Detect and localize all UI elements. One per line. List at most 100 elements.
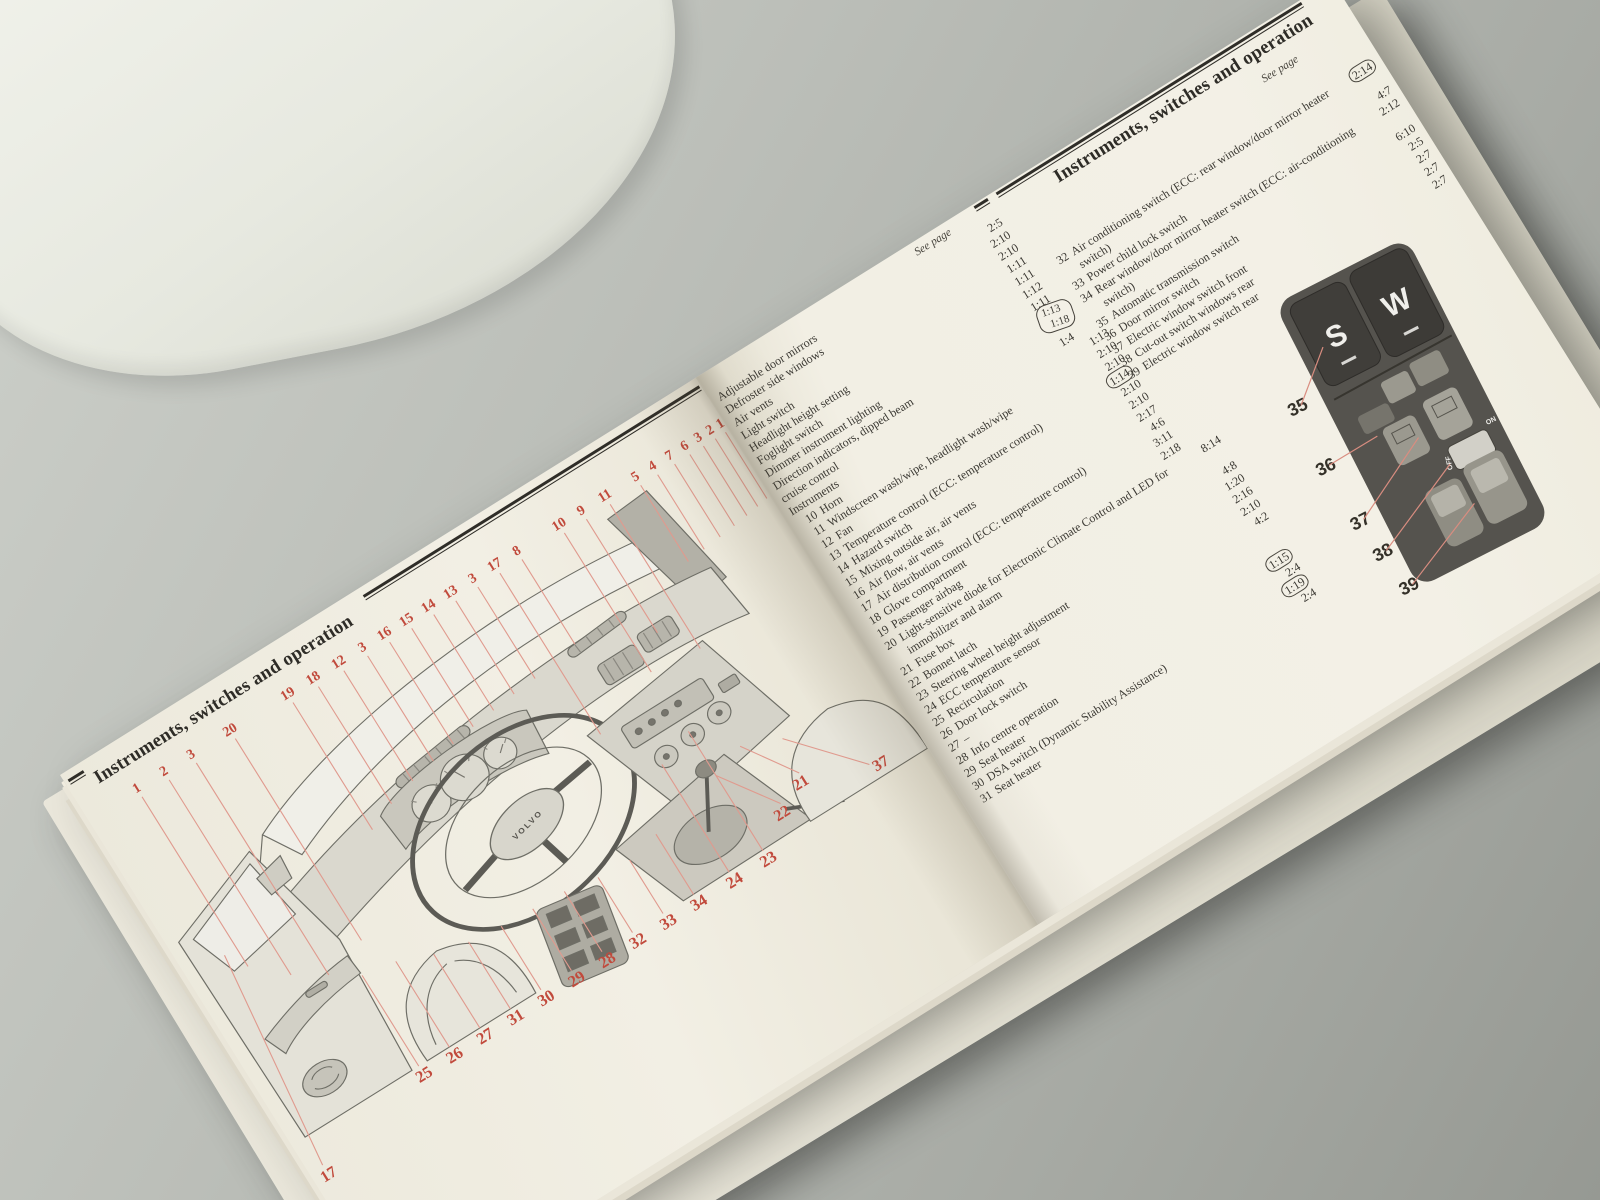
transmission-key-s [1289,281,1381,387]
callout-leader-line [702,445,748,516]
callout-leader-line [563,891,603,952]
door-speaker [302,1058,348,1098]
transmission-key-w [1349,248,1445,358]
callout-leader-line [500,925,542,991]
callout-leader-line [455,600,515,695]
callout-leader-line [223,954,324,1166]
callout-number: 13 [441,583,461,603]
callout-number: 21 [790,772,813,795]
callout-leader-line [782,738,870,766]
callout-number: 2 [157,764,171,780]
callout-number: 37 [870,752,893,775]
callout-leader-line [739,745,800,774]
callout-leader-line [395,961,450,1048]
page-ref: 2:14 [1341,56,1379,88]
callout-leader-line [689,454,735,527]
callout-leader-line [367,655,434,762]
open-book: Instruments, switches and operation [60,0,1600,1200]
callout-leader-line [725,431,768,499]
panel-callout-line [1411,502,1475,585]
rocker-switch [1409,350,1449,387]
callout-leader-line [609,504,701,649]
callout-number: 17 [317,1163,340,1186]
callout-number: 12 [329,653,349,673]
switch-panel-illustration: S W OFF ON [1217,209,1600,641]
window-switch-front [1422,387,1473,440]
callout-leader-line [715,774,781,804]
callout-leader-line [433,614,495,711]
callout-leader-line [468,941,511,1010]
callout-number: 3 [691,430,705,446]
callout-leader-line [477,586,536,679]
callout-leader-line [499,572,602,735]
callout-leader-line [532,908,572,972]
cloth-on-table [0,0,725,419]
callout-leader-line [234,738,362,941]
callout-number: 16 [375,624,395,644]
car-interior-diagram: VOLVO [130,416,929,1186]
callout-number: 30 [534,985,558,1010]
gear-lever [704,775,711,833]
callout-leader-line [317,686,393,804]
panel-callout-number: 36 [1312,453,1339,480]
panel-callout-line [1328,435,1378,466]
door-armrest [264,954,362,1055]
callout-number: 22 [771,802,794,825]
door-panel [177,850,413,1138]
window-switch-pod [536,885,629,988]
mirror-switch [1358,403,1395,434]
driver-seat [405,942,537,1062]
callout-number: 3 [184,747,198,763]
callout-number: 7 [663,448,677,464]
cutout-on-label: ON [1485,416,1498,427]
centre-air-vents [597,615,680,686]
callout-leader-line [674,463,721,538]
callout-leader-line [629,859,664,914]
diagram-art: VOLVO [177,490,929,1138]
callout-leader-line [657,474,705,550]
callout-number: 5 [629,469,643,485]
callout-leader-line [343,670,414,782]
panel-callout-number: 35 [1284,394,1311,421]
page-ref: 8:14 [1197,432,1224,456]
callout-number: 19 [278,684,298,704]
callout-number: 3 [466,571,480,587]
callout-number: 9 [574,503,588,519]
panel-callout-line [1300,346,1324,406]
passenger-seat [791,699,929,823]
callout-number: 6 [678,438,692,454]
callout-number: 10 [549,515,569,535]
page-right-index: Instruments, switches and operation See … [696,0,1600,925]
panel-callout-line [1363,437,1419,520]
door-mirror [256,854,293,896]
callout-number: 20 [220,720,240,740]
gear-console [615,753,845,902]
callout-number: 14 [419,596,439,616]
callout-leader-line [687,731,764,852]
cutout-off-label: OFF [1445,455,1455,471]
defroster-vent [567,610,627,658]
callout-leader-line [714,438,759,507]
callout-leader-line [411,628,474,727]
callout-leader-line [292,702,373,831]
callout-leader-line [141,796,249,967]
callout-number: 11 [596,486,615,506]
callout-number: 25 [412,1062,436,1087]
callout-leader-line [661,764,730,873]
page-left-diagram: Instruments, switches and operation [60,377,1038,1200]
callout-number: 4 [646,458,660,474]
callout-leader-line [361,975,420,1067]
callout-leader-line [521,559,576,645]
callout-number: 8 [510,543,524,559]
callout-leader-line [389,641,454,745]
callout-number: 32 [625,928,649,953]
callout-leader-line [563,532,652,673]
callout-number: 15 [397,610,417,630]
callout-number: 2 [703,422,717,438]
callout-leader-line [655,833,695,895]
callout-number: 33 [656,909,680,934]
callout-leader-line [597,877,633,933]
callout-leader-line [168,779,292,976]
callout-number: 18 [303,668,323,688]
